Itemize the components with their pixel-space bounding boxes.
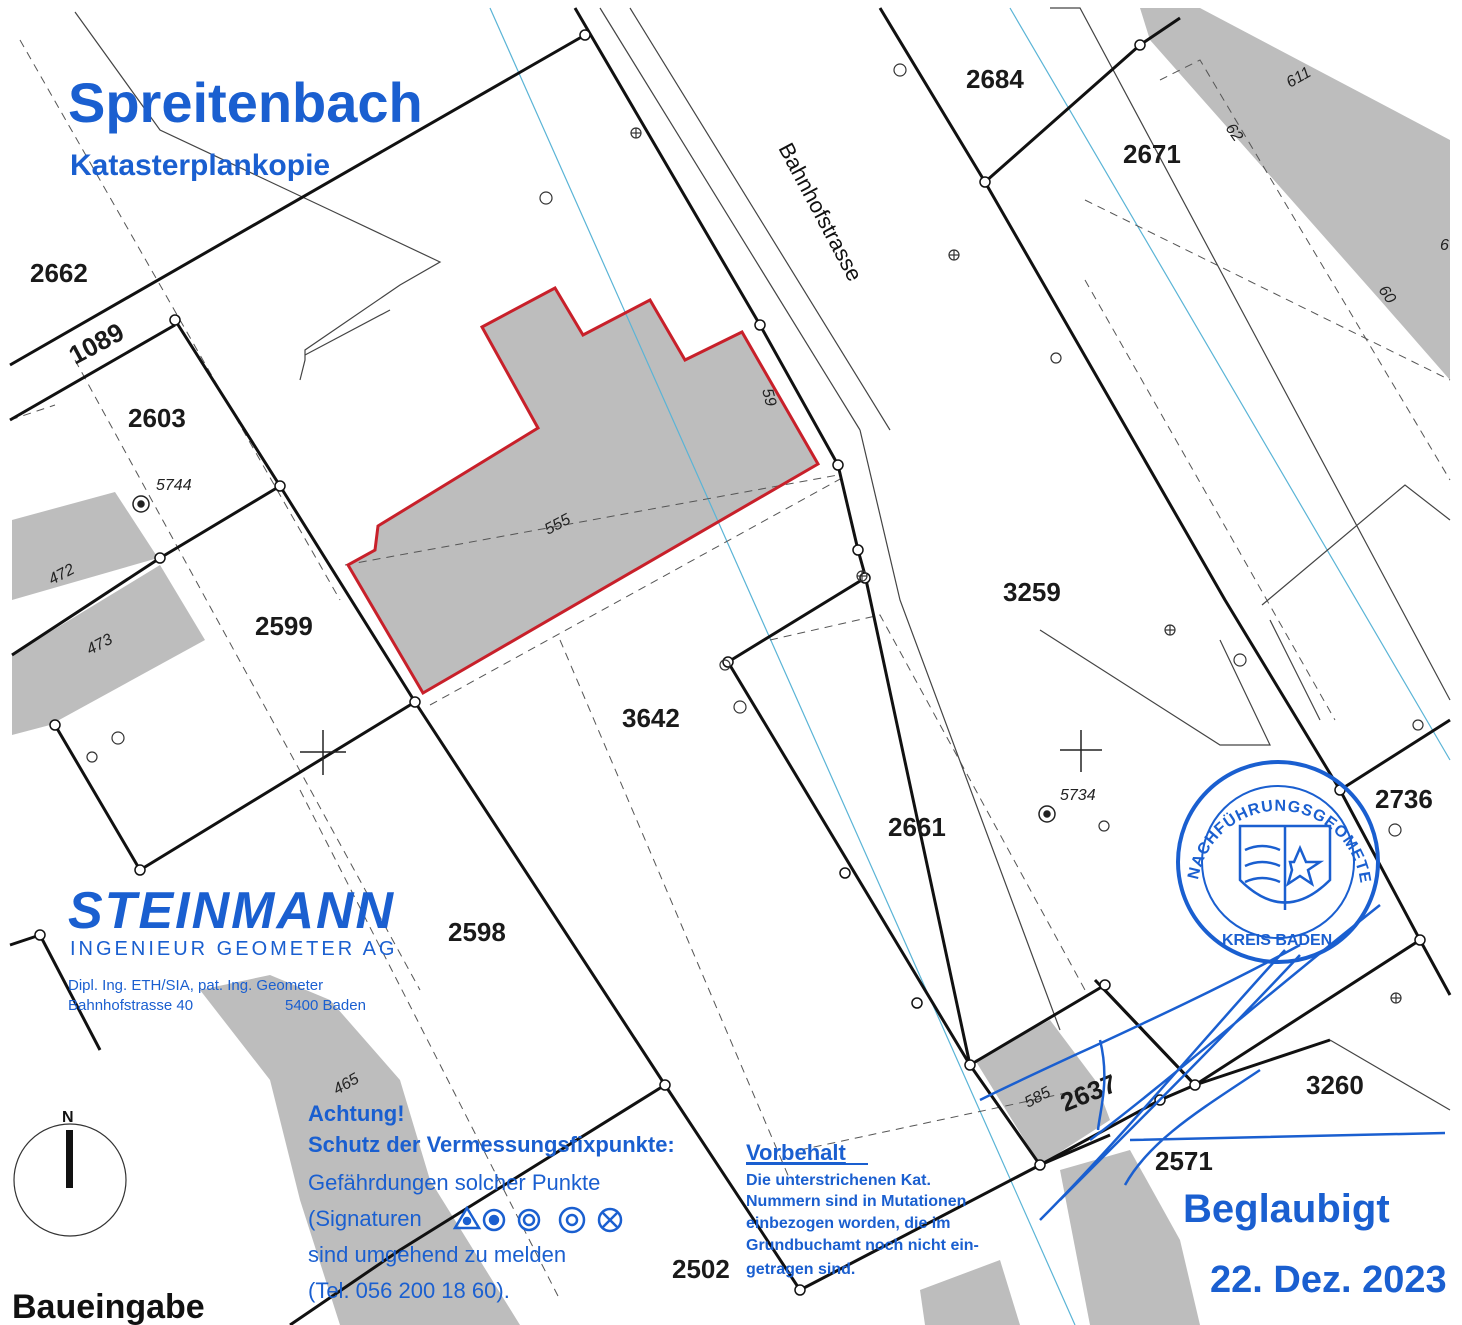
- building-611: [1140, 8, 1450, 380]
- company-subtitle: INGENIEUR GEOMETER AG: [70, 938, 397, 960]
- parcel-2662: 2662: [30, 258, 88, 288]
- building-lower-right: [1060, 1150, 1200, 1325]
- reservation-line-5: getragen sind.: [746, 1261, 855, 1278]
- building-472: [12, 492, 158, 600]
- geometer-stamp: STEINMANN INGENIEUR GEOMETER AG Dipl. In…: [68, 882, 397, 1014]
- warning-line-2: Gefährdungen solcher Punkte: [308, 1170, 600, 1195]
- signature: [979, 904, 1446, 1221]
- parcel-1089: 1089: [64, 317, 129, 371]
- fixpoint-symbols: [132, 495, 1056, 823]
- bottom-label: Baueingabe: [12, 1288, 205, 1325]
- small-markers: [86, 63, 1424, 837]
- fixpoint-5744: 5744: [156, 477, 192, 494]
- warning-stamp: Achtung! Schutz der Vermessungsfixpunkte…: [308, 1101, 675, 1303]
- survey-points: [630, 127, 1402, 1004]
- parcel-3642: 3642: [622, 703, 680, 733]
- north-label: N: [62, 1109, 74, 1126]
- warning-title: Achtung!: [308, 1101, 405, 1126]
- warning-line-5: (Tel. 056 200 18 60).: [308, 1278, 510, 1303]
- parcel-2599: 2599: [255, 611, 313, 641]
- parcel-2736: 2736: [1375, 784, 1433, 814]
- parcel-2684: 2684: [966, 64, 1024, 94]
- parcel-2661: 2661: [888, 812, 946, 842]
- company-name: STEINMANN: [68, 882, 395, 940]
- certification-date: 22. Dez. 2023: [1210, 1259, 1447, 1301]
- building-585: [975, 1020, 1110, 1165]
- certification-label: Beglaubigt: [1183, 1187, 1390, 1231]
- water-lines: [489, 7, 1451, 1325]
- company-address-street: Bahnhofstrasse 40: [68, 997, 193, 1014]
- place-name: Spreitenbach: [68, 71, 423, 134]
- building-465: [200, 975, 520, 1325]
- grid-crosses: [300, 730, 1102, 775]
- warning-line-3: (Signaturen: [308, 1206, 422, 1231]
- building-bottom-center: [920, 1260, 1020, 1325]
- building-number-59: 59: [758, 387, 779, 409]
- reservation-title: Vorbehalt: [746, 1140, 847, 1165]
- signature-symbols: [452, 1205, 623, 1234]
- parcel-highlight-outline: [345, 286, 821, 696]
- warning-line-1: Schutz der Vermessungsfixpunkte:: [308, 1132, 675, 1157]
- fixpoint-5734: 5734: [1060, 787, 1096, 804]
- reservation-stamp: Vorbehalt Die unterstrichenen Kat. Numme…: [746, 1140, 979, 1278]
- reservation-line-2: Nummern sind in Mutationen: [746, 1193, 966, 1210]
- building-555-highlight: [348, 288, 818, 693]
- reservation-line-4: Grundbuchamt noch nicht ein-: [746, 1237, 979, 1254]
- parcel-2671: 2671: [1123, 139, 1181, 169]
- parcel-2598: 2598: [448, 917, 506, 947]
- thin-lines: [74, 7, 1451, 1111]
- reservation-line-1: Die unterstrichenen Kat.: [746, 1172, 931, 1189]
- parcel-3259: 3259: [1003, 577, 1061, 607]
- warning-line-4: sind umgehend zu melden: [308, 1242, 566, 1267]
- buildings-layer: [12, 8, 1450, 1325]
- building-number-6: 6: [1440, 237, 1449, 254]
- parcel-numbers: 2684 2671 2662 1089 2603 2599 3259 3642 …: [30, 64, 1433, 1284]
- reservation-line-3: einbezogen worden, die im: [746, 1215, 950, 1232]
- parcel-2603: 2603: [128, 403, 186, 433]
- company-qualification: Dipl. Ing. ETH/SIA, pat. Ing. Geometer: [68, 977, 323, 994]
- seal-bottom-text: KREIS BADEN: [1222, 932, 1332, 949]
- parcel-2502: 2502: [672, 1254, 730, 1284]
- map-subtitle: Katasterplankopie: [70, 149, 330, 182]
- north-arrow: N: [13, 1109, 127, 1237]
- building-473: [12, 565, 205, 735]
- parcel-2571: 2571: [1155, 1146, 1213, 1176]
- coat-of-arms-icon: [1238, 824, 1332, 910]
- company-address-city: 5400 Baden: [285, 997, 366, 1014]
- parcel-3260: 3260: [1306, 1070, 1364, 1100]
